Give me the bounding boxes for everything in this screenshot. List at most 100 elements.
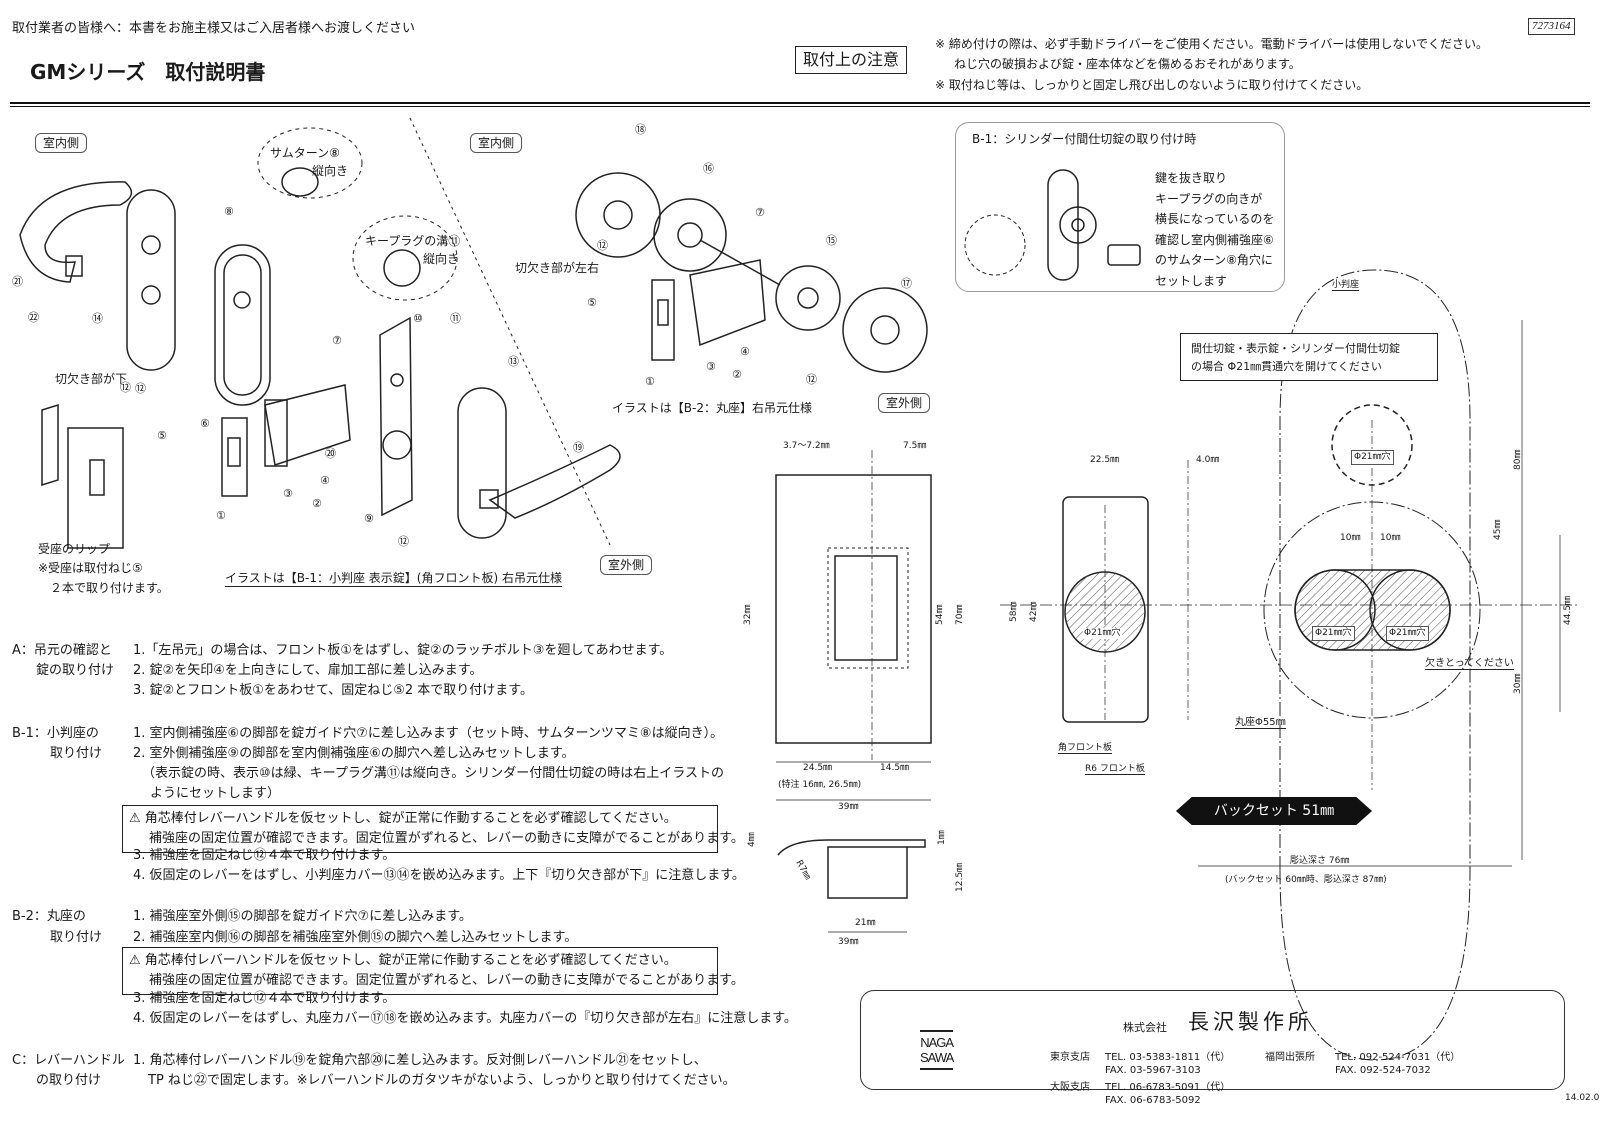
- callout: ⑤: [587, 296, 597, 309]
- branch-tel: TEL. 03-5383-1811（代）: [1105, 1052, 1231, 1063]
- text-line: のサムターン⑧角穴に: [1155, 253, 1273, 267]
- section-c-label-1: C：レバーハンドル: [12, 1053, 125, 1068]
- callout: ⑦: [332, 334, 342, 347]
- hole-label: Φ21㎜穴: [1386, 626, 1429, 641]
- dim-label: 21㎜: [855, 918, 876, 928]
- instruction-line: ようにセットします）: [150, 786, 281, 801]
- thumbturn-direction: 縦向き: [312, 164, 349, 178]
- warning-box-b2: ⚠ 角芯棒付レバーハンドルを仮セットし、錠が正常に作動することを必ず確認してくだ…: [122, 947, 744, 995]
- cover-plate-14: [126, 189, 176, 371]
- text-line: キープラグの向きが: [1155, 191, 1263, 206]
- instruction-line: 1. 室内側補強座⑥の脚部を錠ガイド穴⑦に差し込みます（セット時、サムターンツマ…: [133, 726, 724, 741]
- callout: ②: [312, 497, 322, 510]
- dim-label: 14.5㎜: [880, 763, 910, 773]
- strike-lip: [41, 403, 59, 487]
- reinforcement-15: [775, 265, 841, 331]
- lock-body-b2: [689, 259, 766, 347]
- notch-down-label: 切欠き部が下: [55, 372, 128, 386]
- dim-label: 22.5㎜: [1090, 455, 1120, 465]
- page-title: GMシリーズ 取付説明書: [30, 60, 266, 84]
- callout: ㉒: [28, 311, 39, 324]
- notice-label: 取付上の注意: [795, 46, 908, 74]
- strike-plate: [67, 427, 124, 549]
- dim-label: 24.5㎜: [803, 763, 833, 773]
- callout: ⑫: [120, 381, 131, 394]
- dim-label: 45㎜: [1493, 519, 1503, 540]
- lock-body-2: [264, 384, 351, 466]
- oval-seat-label: 小判座: [1332, 280, 1360, 291]
- section-b2-label-2: 取り付け: [50, 930, 103, 945]
- dim-label: 32㎜: [743, 604, 753, 625]
- callout: ⑩: [413, 312, 423, 325]
- indoor-side-label-b2: 室内側: [470, 133, 523, 153]
- callout: ⑥: [200, 417, 210, 430]
- warning-box-b1: ⚠ 角芯棒付レバーハンドルを仮セットし、錠が正常に作動することを必ず確認してくだ…: [122, 805, 744, 853]
- document-code: 7273164: [1528, 18, 1575, 35]
- warning-line: ⚠ 角芯棒付レバーハンドルを仮セットし、錠が正常に作動することを必ず確認してくだ…: [129, 953, 677, 968]
- warning-line: ⚠ 角芯棒付レバーハンドルを仮セットし、錠が正常に作動することを必ず確認してくだ…: [129, 811, 677, 826]
- outdoor-side-label: 室外側: [600, 555, 653, 575]
- dim-label: 12.5㎜: [955, 862, 965, 892]
- dim-label: 7.5㎜: [903, 441, 927, 451]
- dim-label: 44.5㎜: [1563, 595, 1573, 625]
- warning-line: 補強座の固定位置が確認できます。固定位置がずれると、レバーの動きに支障がでること…: [149, 973, 744, 988]
- instruction-line: 4. 仮固定のレバーをはずし、丸座カバー⑰⑱を嵌め込みます。丸座カバーの『切り欠…: [133, 1011, 797, 1026]
- company-prefix: 株式会社: [1123, 1021, 1167, 1034]
- callout: ⑫: [806, 373, 817, 386]
- callout: ⑦: [755, 206, 765, 219]
- instruction-line: 1. 補強座室外側⑮の脚部を錠ガイド穴⑦に差し込みます。: [133, 909, 472, 924]
- instruction-line: 1.「左吊元」の場合は、フロント板①をはずし、錠②のラッチボルト③を廻してあわせ…: [133, 643, 673, 658]
- section-b1-label-2: 取り付け: [50, 746, 103, 761]
- r6-front-plate-label: R6 フロント板: [1085, 764, 1145, 775]
- callout: ⑱: [635, 123, 646, 136]
- strike-note-1: ※受座は取付ねじ⑤: [38, 561, 143, 575]
- callout: ㉑: [12, 275, 23, 288]
- section-b2-label-1: B-2：丸座の: [12, 909, 86, 924]
- warning-line: 補強座の固定位置が確認できます。固定位置がずれると、レバーの動きに支障がでること…: [149, 831, 744, 846]
- dim-label: 30㎜: [1513, 673, 1523, 694]
- round-seat-label: 丸座Φ55㎜: [1235, 717, 1286, 729]
- notice-line-1: ※ 締め付けの際は、必ず手動ドライバーをご使用ください。電動ドライバーは使用しな…: [935, 37, 1489, 51]
- header-divider: [10, 102, 1590, 107]
- instruction-line: 2. 錠②を矢印④を上向きにして、扉加工部に差し込みます。: [133, 663, 483, 678]
- text-line: の場合 Φ21㎜貫通穴を開けてください: [1191, 360, 1382, 373]
- branch-tel: TEL. 092-524-7031（代）: [1335, 1052, 1461, 1063]
- text-line: 横長になっているのを: [1155, 212, 1275, 226]
- branch-fax: FAX. 06-6783-5092: [1105, 1095, 1201, 1106]
- callout: ⑭: [92, 312, 103, 325]
- callout: ⑧: [224, 205, 234, 218]
- dim-label: (特注 16㎜, 26.5㎜): [778, 780, 862, 790]
- callout: ③: [283, 487, 293, 500]
- dim-label: 39㎜: [838, 802, 859, 812]
- dim-label: 80㎜: [1513, 449, 1523, 470]
- thumbturn: [281, 167, 319, 197]
- dim-label: 4.0㎜: [1196, 455, 1220, 465]
- indoor-side-label: 室内側: [35, 133, 88, 153]
- branch-name: 東京支店: [1050, 1052, 1090, 1063]
- branch-name: 福岡出張所: [1265, 1052, 1315, 1063]
- dim-label: 10㎜: [1380, 533, 1401, 543]
- lever-handle-outdoor: [488, 444, 621, 519]
- spindle: [65, 255, 83, 277]
- section-c-label-2: の取り付け: [36, 1073, 102, 1088]
- round-cover-17: [842, 287, 928, 373]
- dim-label: 42㎜: [1029, 601, 1039, 622]
- cylinder-panel-title: B-1：シリンダー付間仕切錠の取り付け時: [972, 132, 1197, 146]
- keyplug-label: キープラグの溝⑪: [365, 234, 461, 248]
- branch-tel: TEL. 06-6783-5091（代）: [1105, 1082, 1231, 1093]
- section-separator: [409, 117, 611, 546]
- callout: ①: [645, 375, 655, 388]
- callout: ⑫: [398, 535, 409, 548]
- cut-out-label: 欠きとってください: [1425, 658, 1514, 670]
- callout: ①: [216, 509, 226, 522]
- cylinder-panel-text: 鍵を抜き取り キープラグの向きが 横長になっているのを 確認し室内側補強座⑥ の…: [1155, 168, 1274, 291]
- dim-label: 54㎜: [935, 604, 945, 625]
- outdoor-side-label-b2: 室外側: [878, 393, 931, 413]
- notice-line-2: ねじ穴の破損および錠・座本体などを傷めるおそれがあります。: [954, 57, 1301, 71]
- installer-note: 取付業者の皆様へ：本書をお施主様又はご入居者様へお渡しください: [12, 21, 416, 36]
- instruction-line: 3. 錠②とフロント板①をあわせて、固定ねじ⑤2 本で取り付けます。: [133, 683, 533, 698]
- notice-line-3: ※ 取付ねじ等は、しっかりと固定し飛び出しのないように取り付けてください。: [935, 78, 1369, 92]
- b1-caption: イラストは【B-1：小判座 表示錠】(角フロント板) 右吊元仕様: [225, 571, 562, 587]
